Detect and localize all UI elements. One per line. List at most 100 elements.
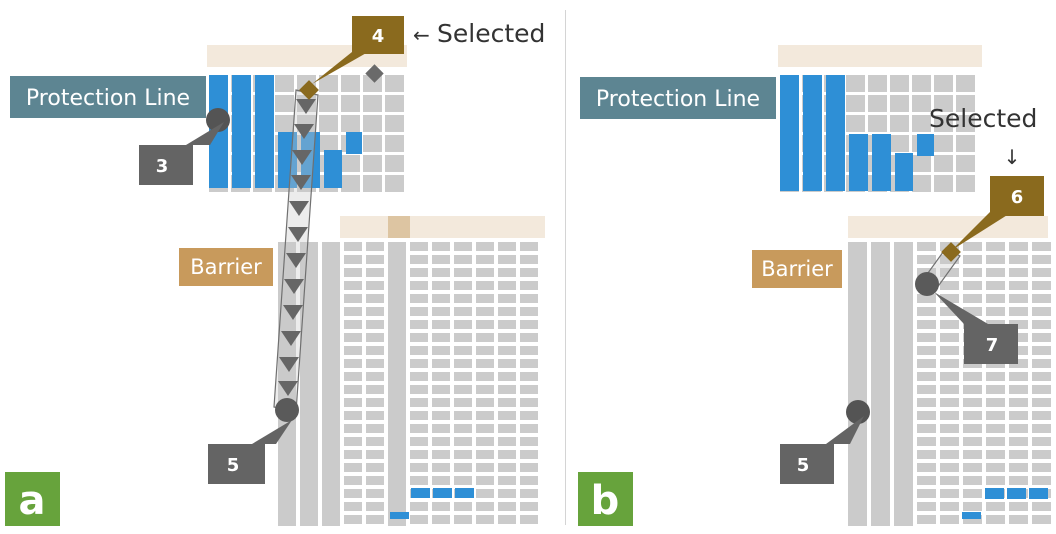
- grid-cell: [846, 75, 865, 92]
- grid-cell: [432, 294, 450, 303]
- grid-cell: [344, 489, 362, 498]
- grid-cell: [366, 515, 384, 524]
- grid-cell: [917, 450, 936, 459]
- grid-cell: [432, 398, 450, 407]
- grid-cell: [498, 502, 516, 511]
- grid-cell: [1032, 515, 1051, 524]
- grid-cell: [498, 281, 516, 290]
- grid-cell: [498, 294, 516, 303]
- grid-cell: [912, 75, 931, 92]
- path-step-triangle: [288, 227, 308, 242]
- grid-cell: [986, 463, 1005, 472]
- grid-cell: [940, 346, 959, 355]
- grid-cell: [868, 95, 887, 112]
- grid-cell: [940, 515, 959, 524]
- grid-cell: [963, 385, 982, 394]
- grid-cell: [432, 333, 450, 342]
- grid-cell: [1032, 411, 1051, 420]
- path-step-triangle: [294, 124, 314, 139]
- lower-blue-cell: [985, 488, 1004, 499]
- grid-cell: [476, 385, 494, 394]
- grid-cell: [366, 424, 384, 433]
- callout-3-number: 3: [156, 156, 169, 177]
- grid-cell: [986, 515, 1005, 524]
- grid-cell: [366, 437, 384, 446]
- grid-cell: [454, 385, 472, 394]
- grid-cell: [986, 307, 1005, 316]
- grid-cell: [385, 135, 404, 152]
- lower-blue-cell: [455, 488, 474, 498]
- grid-cell: [363, 155, 382, 172]
- grid-cell: [366, 268, 384, 277]
- grid-cell: [940, 268, 959, 277]
- grid-cell: [341, 155, 360, 172]
- grid-cell: [385, 155, 404, 172]
- grid-cell: [1009, 281, 1028, 290]
- grid-cell: [454, 515, 472, 524]
- grid-cell: [1032, 333, 1051, 342]
- grid-cell: [410, 320, 428, 329]
- protection-cell: [780, 75, 799, 191]
- grid-cell: [1032, 450, 1051, 459]
- navigation-path: [273, 89, 319, 422]
- grid-cell: [520, 502, 538, 511]
- path-end-circle: [275, 398, 299, 422]
- grid-cell: [520, 489, 538, 498]
- grid-cell: [410, 281, 428, 290]
- grid-cell: [454, 463, 472, 472]
- grid-cell: [454, 307, 472, 316]
- grid-cell: [1032, 359, 1051, 368]
- grid-cell: [1032, 346, 1051, 355]
- grid-cell: [366, 255, 384, 264]
- callout-7-pointer: [934, 292, 988, 324]
- grid-cell: [344, 320, 362, 329]
- path-step-triangle: [284, 279, 304, 294]
- grid-cell: [986, 502, 1005, 511]
- grid-cell: [917, 359, 936, 368]
- grid-cell: [476, 398, 494, 407]
- grid-cell: [498, 255, 516, 264]
- grid-cell: [432, 346, 450, 355]
- grid-cell: [890, 135, 909, 152]
- grid-cell: [476, 333, 494, 342]
- grid-cell: [454, 476, 472, 485]
- lower-grid: [848, 242, 1051, 526]
- grid-cell: [917, 255, 936, 264]
- grid-cell: [940, 450, 959, 459]
- grid-cell: [432, 450, 450, 459]
- grid-cell: [319, 135, 338, 152]
- protection-line-label-box: [580, 77, 776, 119]
- protection-cell: [917, 134, 934, 156]
- grid-cell: [498, 437, 516, 446]
- grid-cell: [940, 437, 959, 446]
- grid-cell: [476, 346, 494, 355]
- grid-cell: [520, 268, 538, 277]
- grid-cell: [1009, 450, 1028, 459]
- lower-blue-cell: [1007, 488, 1026, 499]
- grid-cell: [344, 450, 362, 459]
- protection-line-label-box: [10, 76, 206, 118]
- grid-cell: [498, 359, 516, 368]
- grid-cell: [319, 95, 338, 112]
- grid-cell: [934, 155, 953, 172]
- grid-cell: [956, 155, 975, 172]
- grid-cell: [963, 268, 982, 277]
- grid-cell: [1009, 515, 1028, 524]
- grid-cell: [1032, 476, 1051, 485]
- grid-cell: [366, 372, 384, 381]
- grid-cell: [917, 307, 936, 316]
- grid-column: [871, 242, 890, 526]
- grid-cell: [912, 95, 931, 112]
- protection-cell: [324, 150, 342, 188]
- grid-cell: [1009, 242, 1028, 251]
- grid-cell: [366, 463, 384, 472]
- grid-cell: [432, 268, 450, 277]
- grid-cell: [1009, 333, 1028, 342]
- grid-cell: [1009, 255, 1028, 264]
- grid-cell: [940, 502, 959, 511]
- grid-cell: [520, 281, 538, 290]
- grid-cell: [1032, 385, 1051, 394]
- grid-cell: [520, 372, 538, 381]
- grid-cell: [366, 502, 384, 511]
- grid-cell: [917, 372, 936, 381]
